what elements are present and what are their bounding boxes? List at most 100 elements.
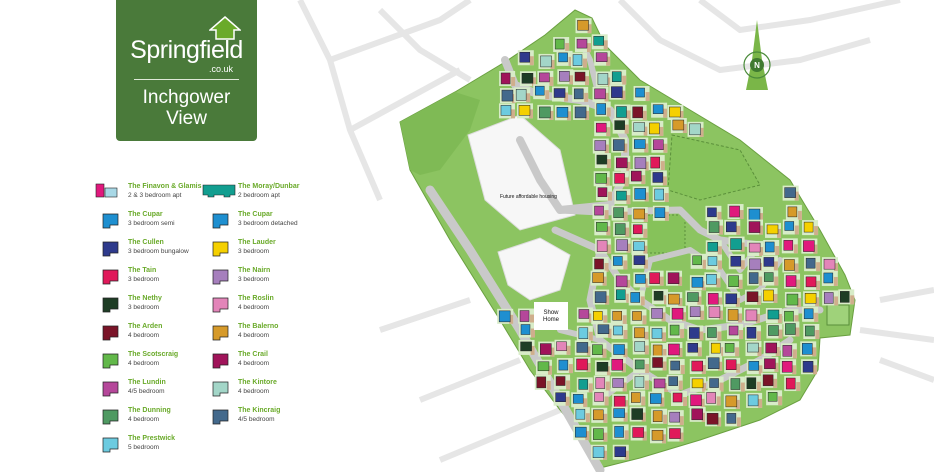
house-plot [747, 342, 759, 353]
driveway [626, 243, 631, 253]
driveway [702, 259, 707, 269]
driveway [812, 347, 817, 357]
driveway [606, 366, 611, 376]
house-type-name: The Arden [128, 323, 163, 330]
driveway [583, 398, 588, 408]
driveway [678, 347, 683, 357]
house-plot [748, 221, 761, 233]
house-plot [652, 104, 664, 114]
house-plot [559, 71, 570, 82]
house-plot [596, 240, 608, 252]
house-plot [803, 221, 814, 233]
driveway [622, 75, 627, 85]
house-plot [521, 73, 534, 84]
house-plot [573, 88, 584, 100]
driveway [816, 262, 821, 272]
house-plot [748, 242, 761, 253]
house-plot [613, 344, 625, 355]
driveway [758, 213, 763, 223]
background-street [617, 0, 871, 74]
house-plot [597, 324, 610, 335]
driveway [624, 400, 629, 410]
house-plot [594, 291, 607, 303]
house-plot [594, 392, 604, 402]
house-plot [576, 358, 588, 371]
house-plot [767, 392, 778, 402]
house-plot [707, 327, 717, 338]
house-plot [651, 308, 663, 319]
driveway [587, 24, 592, 34]
house-plot [519, 51, 531, 63]
house-plot [556, 107, 569, 118]
driveway [644, 345, 649, 355]
house-plot [594, 258, 604, 270]
house-plot [784, 259, 795, 271]
driveway [680, 329, 685, 339]
driveway [678, 380, 683, 390]
driveway [606, 226, 611, 236]
house-swatch-icon [102, 297, 119, 313]
driveway [664, 193, 669, 203]
house-plot [518, 105, 531, 116]
driveway [679, 416, 684, 426]
house-plot [748, 208, 761, 221]
house-swatch-icon [95, 183, 118, 198]
house-plot [669, 428, 681, 439]
house-plot [707, 357, 720, 369]
driveway [623, 211, 628, 221]
house-plot [725, 359, 737, 370]
house-plot [634, 188, 646, 200]
house-plot [669, 324, 680, 336]
affordable-housing-area-south [497, 237, 571, 301]
house-type-description: 4/5 bedroom [128, 388, 165, 395]
driveway [700, 398, 705, 408]
driveway [604, 144, 609, 154]
driveway [697, 296, 702, 306]
driveway [717, 260, 722, 270]
house-plot [667, 272, 680, 284]
driveway [719, 382, 724, 392]
house-swatch-icon [212, 353, 229, 369]
house-plot [633, 255, 646, 265]
driveway [816, 280, 821, 290]
house-plot [787, 206, 798, 218]
driveway [814, 312, 819, 322]
driveway [794, 191, 799, 201]
driveway [588, 331, 593, 341]
house-plot [611, 71, 622, 82]
driveway [623, 260, 628, 270]
driveway [565, 43, 570, 53]
driveway [850, 295, 855, 305]
house-swatch-icon [212, 297, 229, 313]
house-plot [687, 292, 699, 302]
house-plot [534, 85, 545, 96]
house-plot [593, 409, 604, 421]
house-plot [554, 38, 565, 50]
driveway [661, 332, 666, 342]
background-street [438, 407, 562, 463]
house-plot [515, 89, 527, 101]
driveway [662, 434, 667, 444]
substation [826, 304, 850, 326]
house-plot [574, 106, 587, 119]
driveway [796, 382, 801, 392]
house-plot [539, 106, 551, 119]
house-plot [592, 344, 603, 355]
driveway [606, 159, 611, 169]
house-plot [724, 343, 735, 353]
house-plot [612, 310, 622, 321]
house-icon [209, 16, 241, 40]
driveway [530, 345, 535, 355]
driveway [585, 110, 590, 120]
driveway [626, 293, 631, 303]
background-street [348, 67, 462, 133]
house-plot [689, 306, 701, 317]
driveway [549, 76, 554, 86]
house-plot [553, 88, 566, 98]
house-swatch-icon [212, 269, 229, 285]
house-plot [707, 242, 719, 252]
house-plot [630, 292, 641, 303]
house-plot [649, 272, 660, 284]
house-plot [575, 426, 587, 438]
house-plot [727, 309, 739, 321]
